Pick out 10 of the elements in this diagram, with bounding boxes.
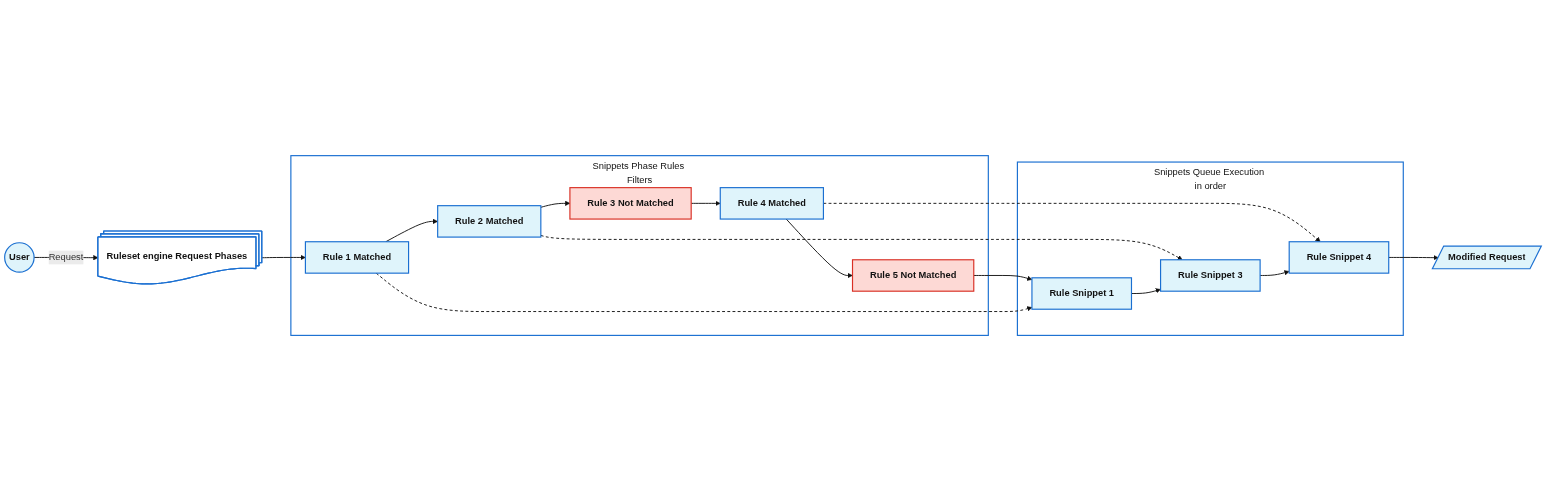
node-box: Rule Snippet 3 bbox=[1160, 259, 1261, 292]
node-box: Rule 4 Matched bbox=[719, 187, 824, 220]
node-box: Rule 2 Matched bbox=[437, 205, 542, 238]
node-box: Rule 5 Not Matched bbox=[851, 259, 975, 292]
node-circle: User bbox=[4, 242, 35, 273]
node-box: Rule 1 Matched bbox=[304, 241, 410, 274]
node-box: Rule 3 Not Matched bbox=[569, 187, 692, 220]
node-box: Rule Snippet 4 bbox=[1288, 241, 1390, 274]
node-box: Rule Snippet 1 bbox=[1031, 277, 1133, 310]
edge-label: Request bbox=[48, 252, 84, 263]
